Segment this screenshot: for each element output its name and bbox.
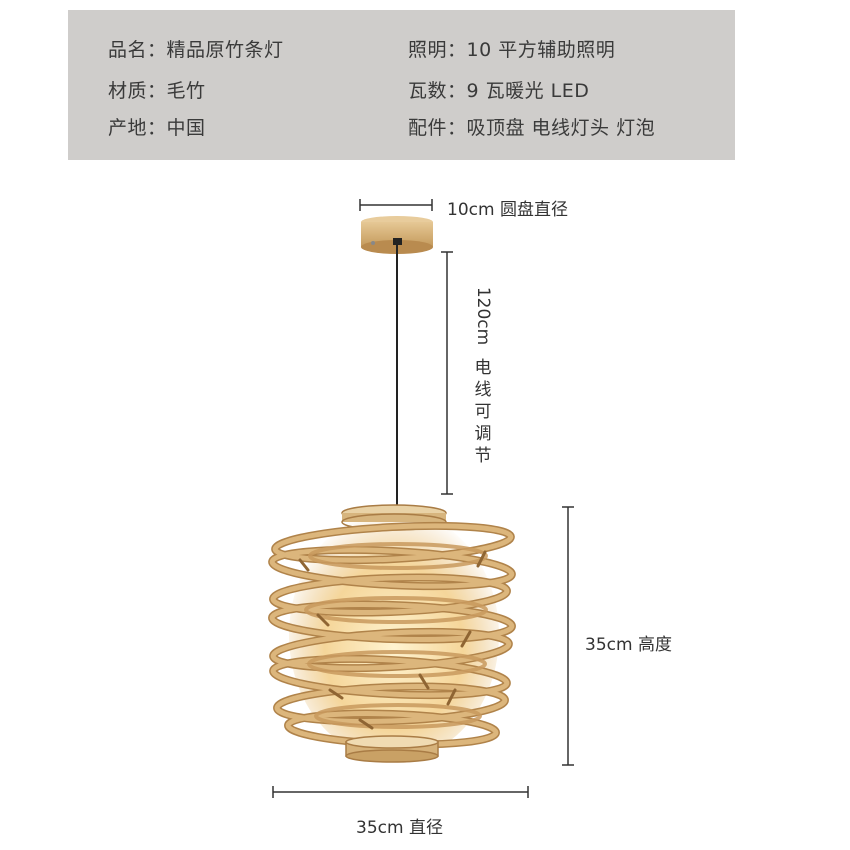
spec-material: 材质：毛竹 xyxy=(108,80,206,102)
spec-wattage: 瓦数：9 瓦暖光 LED xyxy=(408,80,590,102)
canopy-diameter-label: 10cm 圆盘直径 xyxy=(447,200,568,220)
cable-note-char-5: 节 xyxy=(474,446,492,466)
diameter-label: 35cm 直径 xyxy=(356,818,443,838)
diameter-dimension-line xyxy=(272,786,529,798)
spec-origin: 产地：中国 xyxy=(108,117,206,139)
height-label: 35cm 高度 xyxy=(585,635,672,655)
cable-length-label: 120cm 电 线 可 调 节 xyxy=(470,287,496,467)
cable-note-char-3: 可 xyxy=(474,402,492,422)
canopy-dimension-line xyxy=(359,199,433,211)
shade-top-cap xyxy=(341,504,447,531)
cable-dimension-line xyxy=(441,251,453,495)
spec-accessories: 配件：吸顶盘 电线灯头 灯泡 xyxy=(408,117,656,139)
cable-note-char-2: 线 xyxy=(474,380,492,400)
spec-panel xyxy=(68,10,735,160)
ceiling-canopy xyxy=(361,216,433,254)
height-dimension-line xyxy=(562,506,574,766)
cable-length-value: 120cm xyxy=(473,286,493,346)
bamboo-spiral-rings xyxy=(268,521,516,749)
shade-bottom-band xyxy=(345,735,439,763)
cable-note-char-4: 调 xyxy=(474,424,492,444)
cable-note-char-1: 电 xyxy=(474,358,492,378)
spec-name: 品名：精品原竹条灯 xyxy=(108,39,284,61)
spec-lighting: 照明：10 平方辅助照明 xyxy=(408,39,616,61)
